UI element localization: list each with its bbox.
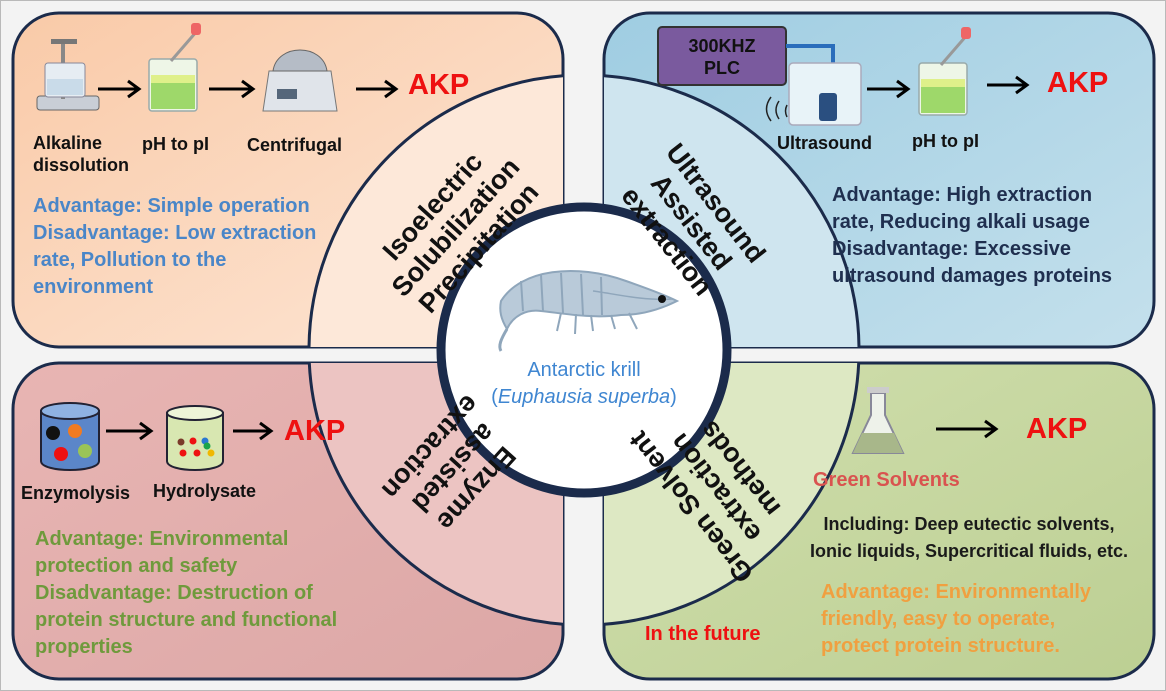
q4-text-1: Advantage: Environmentally	[821, 581, 1092, 603]
q4-including-2: Ionic liquids, Supercritical fluids, etc…	[809, 541, 1129, 561]
akp-q4: AKP	[1026, 413, 1088, 445]
centrifuge-icon	[262, 49, 338, 112]
q2-arrows	[867, 75, 1030, 99]
q4-including: Including: Deep eutectic solvents, Ionic…	[789, 511, 1149, 565]
q4-description: Advantage: Environmentally friendly, eas…	[821, 579, 1091, 660]
akp-q2: AKP	[1047, 67, 1109, 99]
q4-text-2: friendly, easy to operate,	[821, 608, 1056, 630]
step-centrifugal: Centrifugal	[247, 135, 343, 155]
stirrer-icon	[36, 39, 100, 111]
paren-close: )	[670, 386, 677, 408]
step-alkaline-line2: dissolution	[33, 155, 129, 175]
center-circle	[436, 202, 732, 498]
q1-text-4: environment	[33, 276, 154, 298]
q2-text-4: ultrasound damages proteins	[832, 265, 1113, 287]
q3-text-1: Advantage: Environmental	[35, 528, 289, 550]
step-ultrasound: Ultrasound	[777, 133, 873, 153]
step-alkaline-line1: Alkaline	[33, 133, 103, 153]
hydrolysate-cylinder-icon	[166, 405, 224, 471]
q1-text-2: Disadvantage: Low extraction	[33, 222, 317, 244]
paren-open: (	[491, 386, 498, 408]
q1-text-1: Advantage: Simple operation	[33, 195, 310, 217]
step-ph-q1: pH to pI	[142, 134, 209, 154]
quadrant-green-solvent	[602, 361, 1156, 681]
akp-q3: AKP	[284, 415, 346, 447]
q4-including-1: Including: Deep eutectic solvents,	[823, 514, 1115, 534]
akp-q1: AKP	[408, 69, 470, 101]
center-name: Antarctic krill	[527, 359, 641, 381]
ultrasound-tank-icon	[765, 62, 862, 126]
q3-description: Advantage: Environmental protection and …	[35, 526, 337, 661]
center-label: Antarctic krill (Euphausia superba)	[444, 357, 724, 411]
q4-arrow	[936, 419, 999, 439]
krill-icon	[498, 269, 680, 352]
q1-arrows	[98, 79, 399, 99]
q1-text-3: rate, Pollution to the	[33, 249, 227, 271]
beaker-yellow-icon-2	[918, 27, 971, 116]
q4-text-3: protect protein structure.	[821, 635, 1060, 657]
q2-text-1: Advantage: High extraction	[832, 184, 1093, 206]
q1-description: Advantage: Simple operation Disadvantage…	[33, 193, 316, 301]
q3-arrows	[106, 421, 274, 441]
q3-text-2: protection and safety	[35, 555, 238, 577]
q2-text-2: rate, Reducing alkali usage	[832, 211, 1090, 233]
device-line1: 300KHZ	[688, 36, 756, 56]
flask-icon	[851, 387, 905, 454]
q3-text-3: Disadvantage: Destruction of	[35, 582, 313, 604]
future-label: In the future	[645, 623, 761, 645]
q2-description: Advantage: High extraction rate, Reducin…	[832, 182, 1112, 290]
q2-text-3: Disadvantage: Excessive	[832, 238, 1072, 260]
step-ph-q2: pH to pI	[912, 131, 979, 151]
q3-text-4: protein structure and functional	[35, 609, 338, 631]
q3-text-5: properties	[35, 636, 133, 658]
green-solvents-label: Green Solvents	[813, 469, 960, 491]
center-latin: Euphausia superba	[497, 386, 671, 408]
enzyme-cylinder-icon	[40, 402, 100, 471]
step-enzymolysis: Enzymolysis	[21, 483, 131, 503]
step-hydrolysate: Hydrolysate	[153, 481, 257, 501]
center-latin-wrap: (Euphausia superba)	[444, 384, 724, 411]
quadrant-ultrasound	[602, 11, 1156, 349]
device-line2: PLC	[704, 58, 740, 78]
beaker-yellow-icon-1	[148, 23, 201, 112]
quadrant-enzyme	[11, 361, 565, 681]
